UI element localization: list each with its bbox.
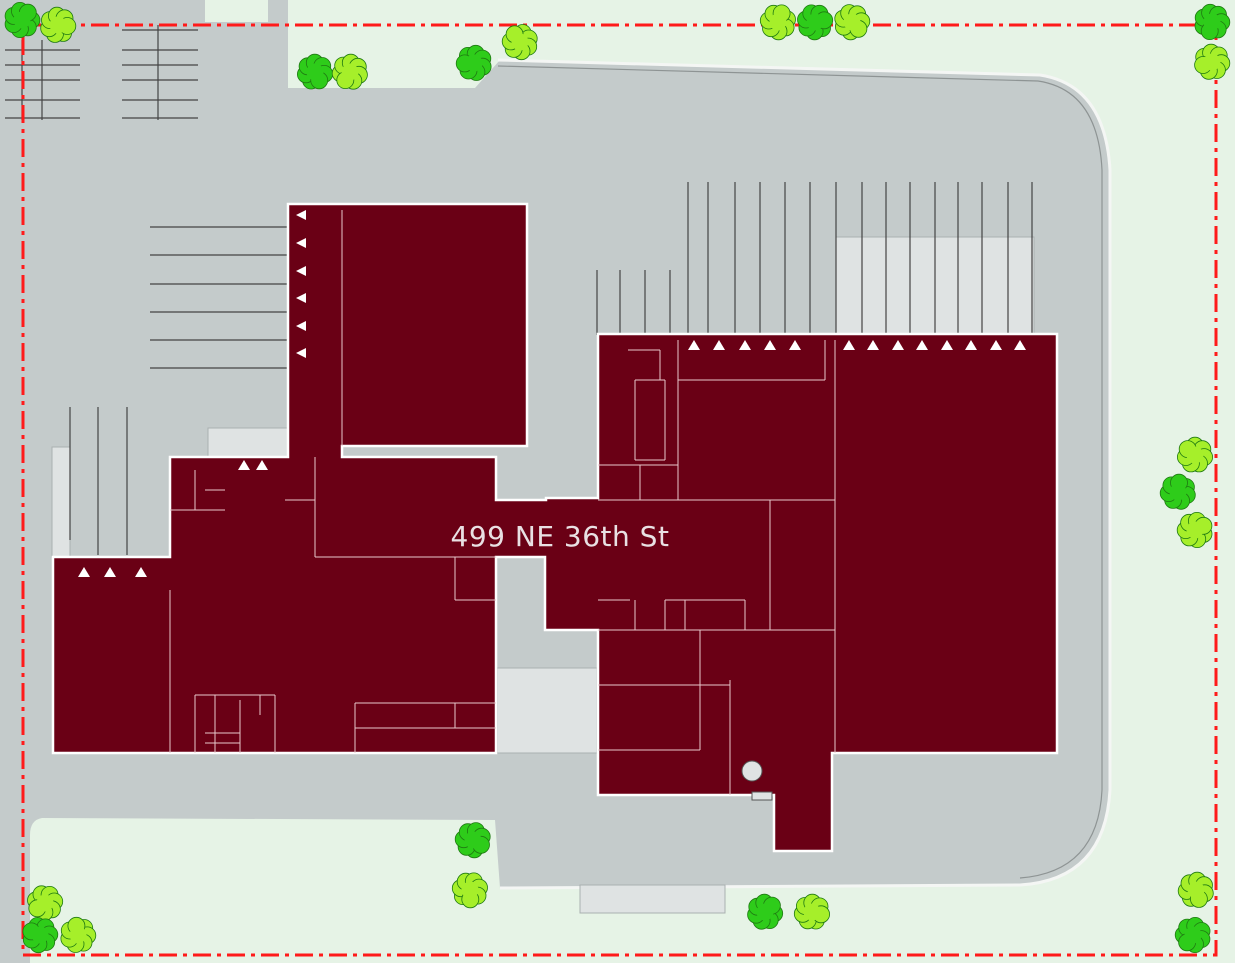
property-line	[21, 23, 1218, 957]
tree-icon	[1176, 512, 1213, 548]
building-footprint	[51, 202, 1059, 853]
tree-icon	[501, 24, 538, 61]
tree-icon	[747, 893, 784, 930]
parking-stripes	[5, 25, 1033, 555]
tree-icon	[331, 53, 368, 90]
tree-icon	[1177, 871, 1214, 908]
tree-icon	[1174, 917, 1211, 953]
tree-icon	[27, 885, 64, 922]
tree-icon	[1194, 43, 1231, 80]
tree-icon	[1159, 473, 1196, 510]
curb-edge	[497, 65, 1103, 879]
address-label: 499 NE 36th St	[451, 520, 670, 553]
tree-icon	[759, 4, 796, 41]
tank-icon	[741, 760, 763, 782]
curb-line	[497, 58, 1112, 890]
tree-icon	[834, 4, 871, 41]
loading-dock-markers	[78, 210, 1026, 577]
tree-icon	[793, 893, 830, 930]
tree-icon	[4, 1, 41, 39]
tree-icon	[1194, 3, 1231, 41]
tree-icon	[1177, 436, 1213, 473]
interior-walls	[169, 210, 836, 795]
tree-icon	[451, 872, 488, 909]
pad-icon	[751, 791, 773, 801]
tree-icon	[454, 822, 491, 859]
tree-icon	[455, 44, 492, 81]
tree-icon	[60, 916, 97, 953]
tree-icon	[797, 4, 834, 41]
trees	[4, 1, 1231, 954]
tree-icon	[22, 917, 59, 954]
tree-icon	[40, 6, 77, 43]
